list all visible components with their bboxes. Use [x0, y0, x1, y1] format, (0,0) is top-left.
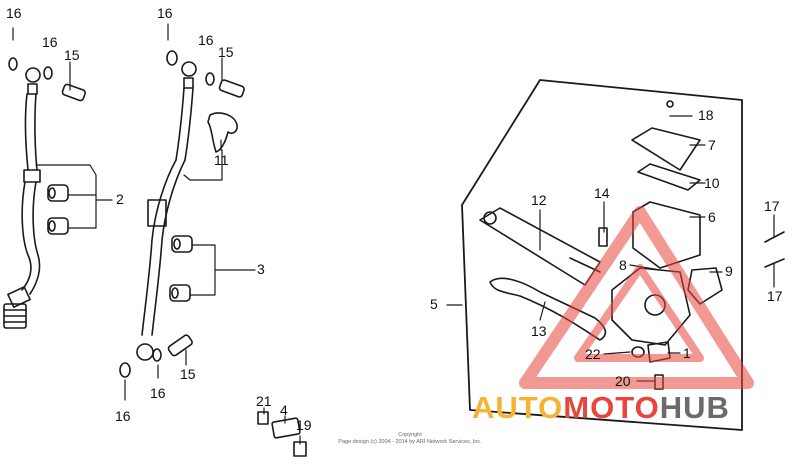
screw-18 [666, 100, 674, 108]
hose-clamp [147, 199, 167, 227]
washer-16 [43, 66, 53, 80]
banjo-bolt-15 [218, 79, 245, 98]
callout-10: 10 [704, 175, 720, 191]
washer-16 [166, 50, 178, 66]
callout-8: 8 [619, 257, 627, 273]
bracket-parts [257, 411, 307, 457]
washer-16 [152, 348, 162, 362]
washer-16 [119, 362, 131, 378]
brake-lever-13 [489, 277, 607, 341]
banjo-fitting [25, 67, 41, 83]
callout-16: 16 [150, 385, 166, 401]
hose-guide-11 [207, 112, 238, 153]
group-boundary-5 [461, 79, 743, 431]
watermark-logo: AUTOMOTOHUB [472, 390, 730, 426]
reservoir-cap-7 [631, 127, 701, 171]
callout-2: 2 [116, 191, 124, 207]
callout-15: 15 [180, 366, 196, 382]
banjo-fitting [136, 343, 154, 361]
watermark-logo-part: AUTO [472, 390, 564, 425]
banjo-bolt-15 [167, 334, 193, 357]
callout-15: 15 [218, 44, 234, 60]
callout-16: 16 [42, 34, 58, 50]
screw-21 [257, 411, 269, 425]
callout-17: 17 [767, 288, 783, 304]
callout-16: 16 [115, 408, 131, 424]
callout-21: 21 [256, 393, 272, 409]
copyright-notice: Copyright Page design (c) 2004 - 2014 by… [300, 432, 520, 446]
banjo-bolt-15 [61, 83, 87, 102]
banjo-fitting [181, 61, 197, 77]
callout-19: 19 [296, 417, 312, 433]
watermark-triangle [519, 206, 754, 389]
callout-4: 4 [280, 402, 288, 418]
bolt-14 [598, 227, 608, 247]
callout-7: 7 [708, 137, 716, 153]
callout-15: 15 [64, 47, 80, 63]
master-cylinder-assembly [479, 100, 785, 390]
callout-20: 20 [615, 373, 631, 389]
copyright-line: Copyright [398, 432, 422, 438]
brake-hose-3 [119, 50, 245, 378]
brake-hose-2 [3, 57, 87, 329]
hose-clip [171, 235, 193, 253]
callout-3: 3 [257, 261, 265, 277]
callout-22: 22 [585, 346, 601, 362]
diaphragm-10 [637, 163, 701, 191]
callout-17: 17 [764, 198, 780, 214]
hose-clip [169, 284, 191, 302]
washer-16 [205, 72, 215, 86]
callout-16: 16 [198, 32, 214, 48]
hose-clip [47, 184, 69, 202]
reservoir-body-6 [632, 201, 701, 269]
callout-16: 16 [157, 5, 173, 21]
callout-12: 12 [531, 192, 547, 208]
callout-14: 14 [594, 185, 610, 201]
callout-1: 1 [683, 345, 691, 361]
leader-lines [12, 23, 775, 445]
callout-13: 13 [531, 323, 547, 339]
callout-16: 16 [6, 5, 22, 21]
copyright-line: Page design (c) 2004 - 2014 by ARI Netwo… [338, 439, 482, 445]
washer-16 [8, 57, 18, 71]
hose-clamp [23, 169, 41, 183]
hose-clip [47, 217, 69, 235]
callout-18: 18 [698, 107, 714, 123]
watermark-logo-part: MOTO [563, 390, 660, 425]
watermark-logo-part: HUB [659, 390, 730, 425]
callout-5: 5 [430, 296, 438, 312]
callout-11: 11 [214, 152, 229, 168]
callout-6: 6 [708, 209, 716, 225]
callout-9: 9 [725, 263, 733, 279]
